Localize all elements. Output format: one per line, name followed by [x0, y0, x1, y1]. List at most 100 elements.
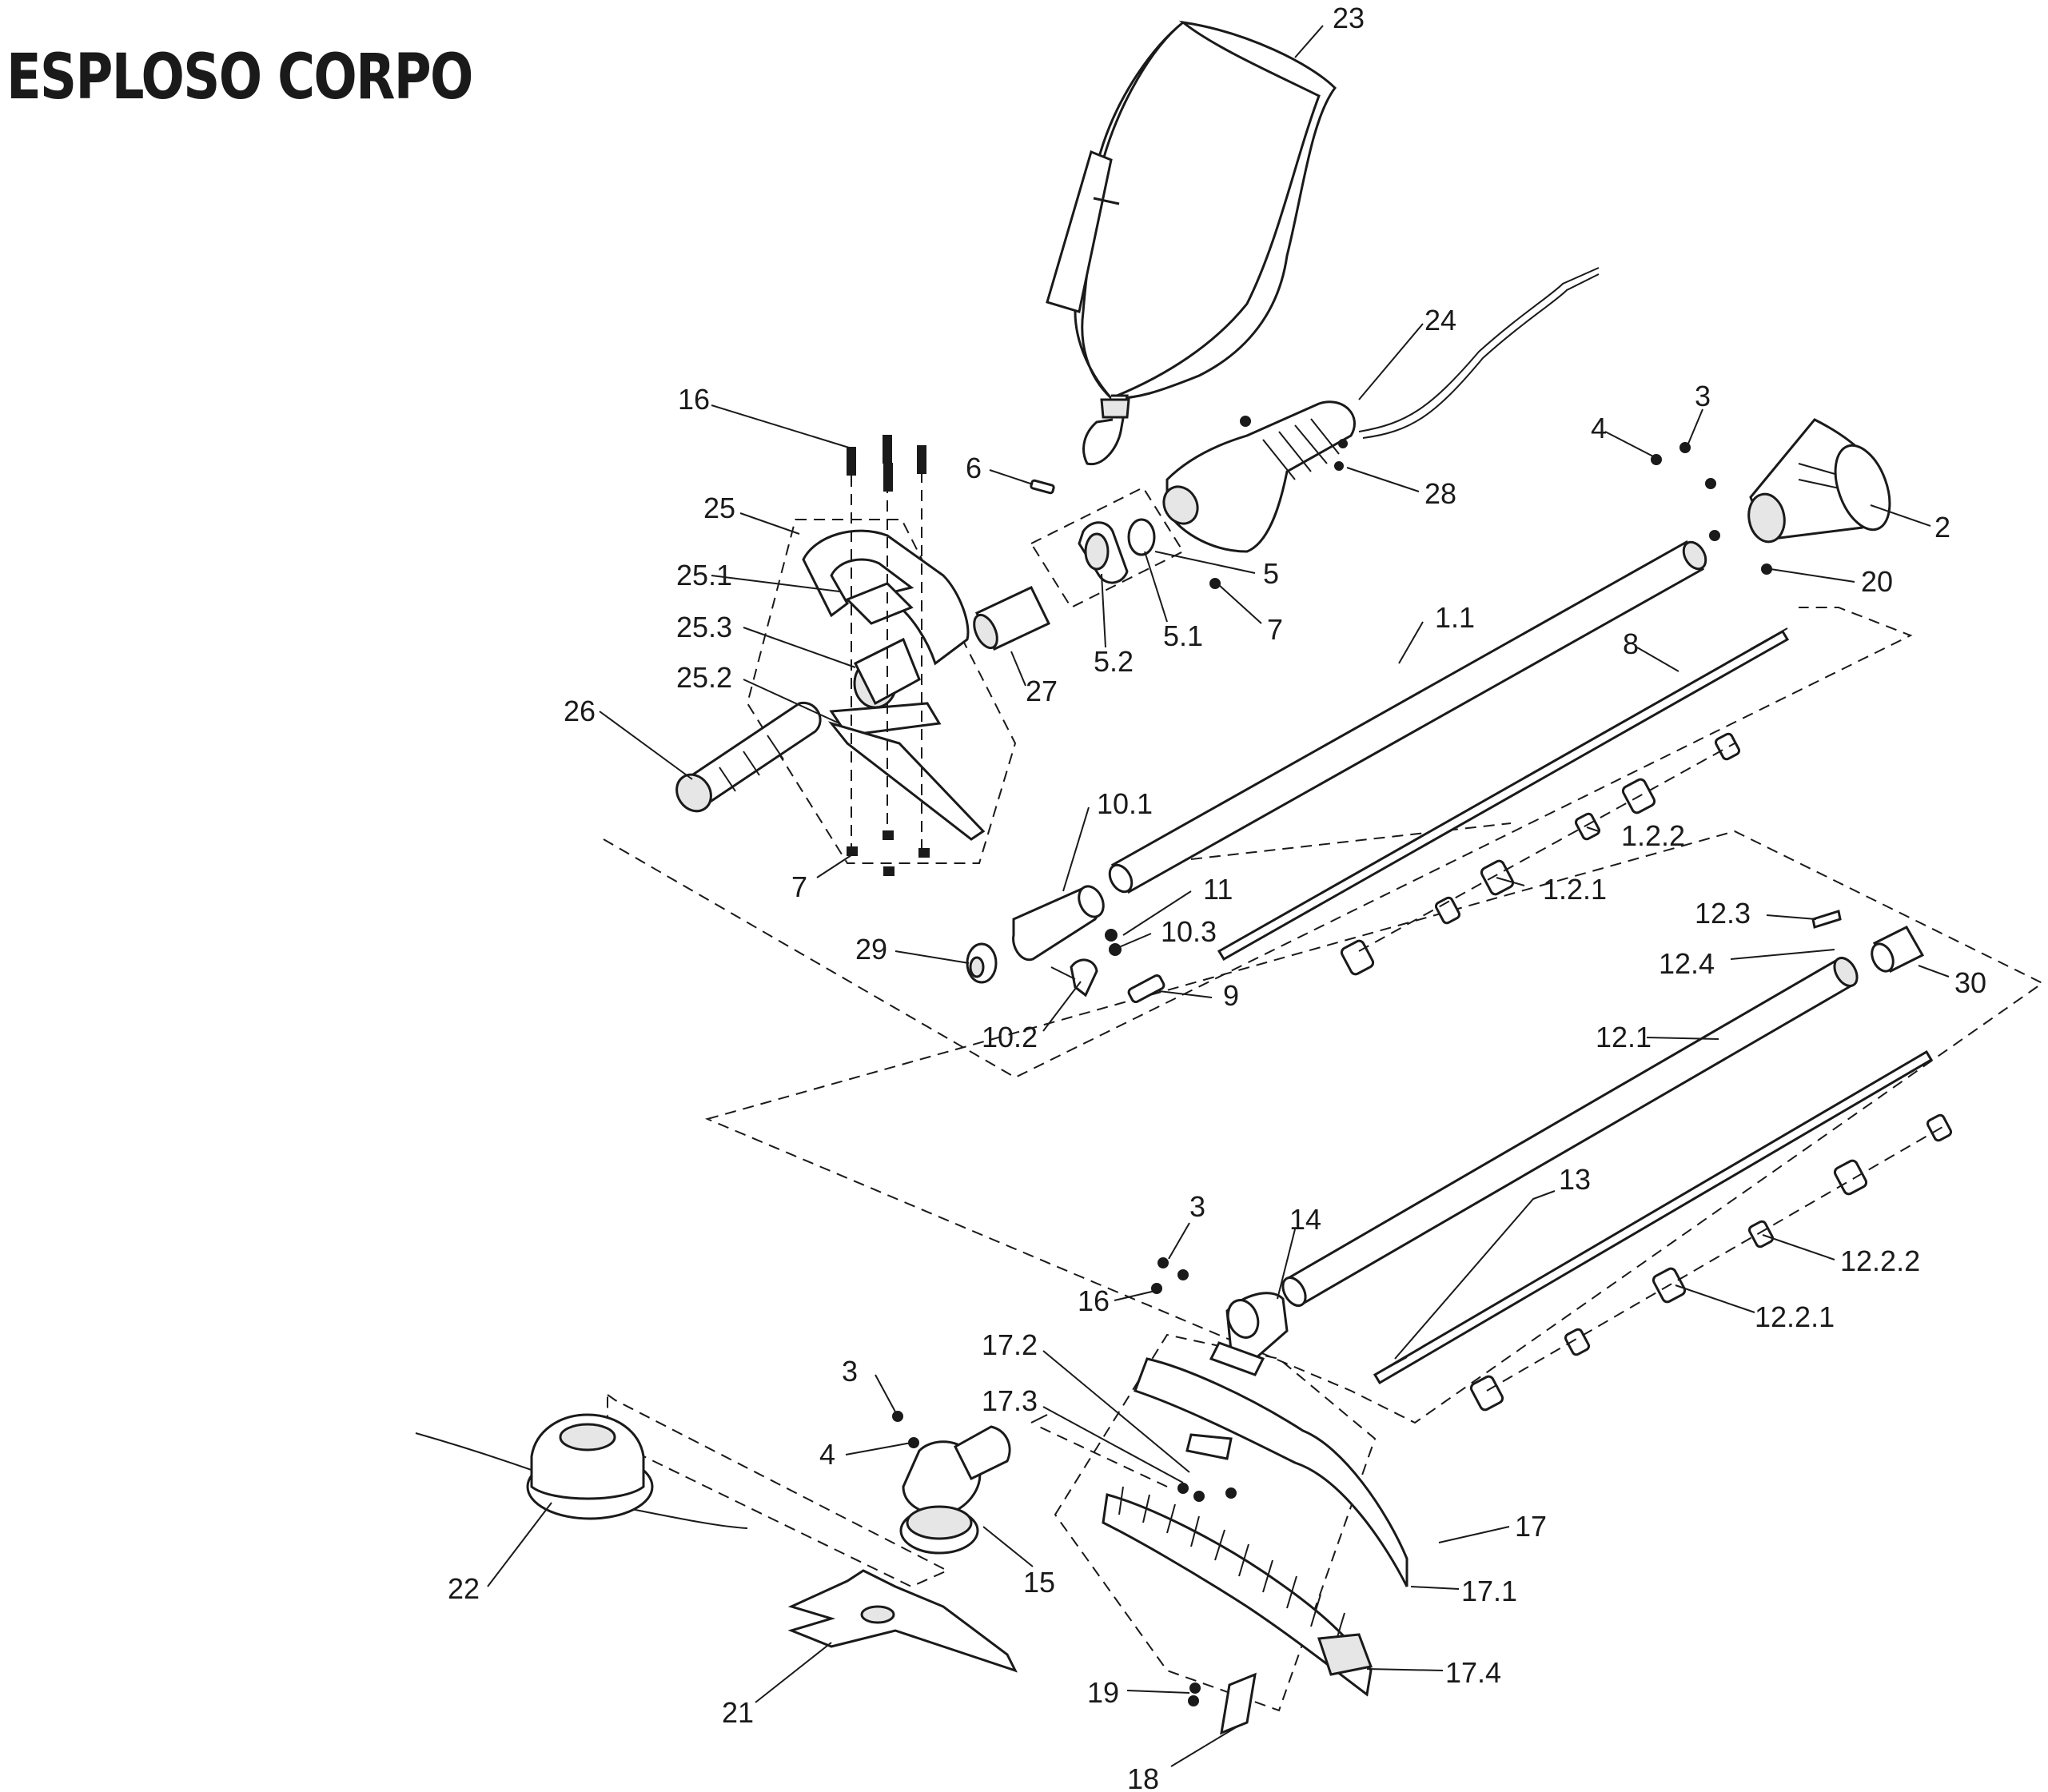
screw-20 [1761, 563, 1772, 575]
guard-group-outline [1054, 1333, 1377, 1712]
label-3-b: 3 [1189, 1190, 1205, 1223]
label-2: 2 [1934, 511, 1950, 544]
label-25-1: 25.1 [676, 559, 732, 591]
nut-7-b [883, 830, 894, 840]
label-25-3: 25.3 [676, 611, 732, 643]
screw-16-b [883, 435, 892, 464]
handle-clamp [1030, 479, 1156, 584]
label-13: 13 [1559, 1163, 1591, 1196]
grip [675, 701, 822, 813]
screw-3-e [892, 1411, 903, 1422]
safety-guard [1102, 1357, 1408, 1697]
label-14: 14 [1289, 1203, 1321, 1236]
label-12-2-2: 12.2.2 [1840, 1244, 1920, 1277]
leader-lines [487, 25, 1950, 1767]
screw-16-a [847, 447, 856, 476]
label-7-b: 7 [791, 870, 807, 903]
label-27: 27 [1026, 675, 1058, 707]
label-17-4: 17.4 [1445, 1656, 1501, 1689]
clamp-group-outline [1030, 486, 1185, 609]
label-16-b: 16 [1078, 1284, 1110, 1317]
throttle-handle [1162, 267, 1600, 553]
line-cutter [1188, 1672, 1257, 1735]
drive-link-outline [1190, 822, 1512, 860]
label-17-1: 17.1 [1461, 1575, 1517, 1607]
label-9: 9 [1223, 979, 1239, 1012]
bushings-lower [1469, 1113, 1953, 1412]
label-5: 5 [1263, 557, 1279, 590]
label-5-1: 5.1 [1163, 619, 1203, 652]
label-25-2: 25.2 [676, 661, 732, 694]
label-18: 18 [1127, 1762, 1159, 1792]
label-5-2: 5.2 [1094, 645, 1134, 678]
handle-group-outline [746, 519, 1017, 864]
label-7: 7 [1267, 613, 1283, 646]
screw-28 [1338, 439, 1348, 448]
drive-shaft-lower [1373, 1049, 1934, 1385]
gear-head [899, 1414, 1048, 1555]
page-title: ESPLOSO CORPO [6, 42, 473, 113]
screw-3-d [1177, 1269, 1189, 1280]
label-15: 15 [1023, 1566, 1055, 1599]
screw-3-c [1157, 1257, 1169, 1268]
screw-top [1240, 416, 1251, 427]
assembly-lines [851, 464, 922, 849]
clutch-housing [1747, 418, 1891, 544]
cutting-blade [787, 1569, 1018, 1673]
label-4: 4 [1591, 412, 1607, 444]
screw-3-b [1705, 478, 1716, 489]
trimmer-head [415, 1413, 748, 1529]
spacer-tube [973, 586, 1051, 651]
line-head-outline [607, 1393, 950, 1588]
coupling-bearing [966, 942, 998, 984]
label-3-c: 3 [842, 1355, 858, 1388]
label-10-1: 10.1 [1097, 787, 1153, 820]
label-11: 11 [1203, 873, 1233, 906]
label-24: 24 [1424, 304, 1456, 336]
screw-3-a [1679, 442, 1691, 453]
label-21: 21 [722, 1696, 754, 1729]
shaft-coupling [1012, 885, 1122, 998]
nut-7-c [883, 866, 895, 876]
drive-group-outline [603, 607, 1913, 1079]
nut-7-e [1209, 578, 1221, 589]
handle-bar [802, 529, 986, 841]
label-12-4: 12.4 [1659, 947, 1715, 980]
lower-tube [1281, 956, 1859, 1308]
drive-shaft-upper [1217, 627, 1790, 962]
head-link-outline [1038, 1426, 1168, 1487]
nut-7-d [918, 848, 930, 858]
screw-head [1709, 530, 1720, 541]
label-12-3: 12.3 [1695, 897, 1751, 930]
label-17-3: 17.3 [982, 1384, 1038, 1417]
fasteners [847, 416, 1772, 1448]
label-1-1: 1.1 [1435, 601, 1475, 634]
label-25: 25 [703, 492, 735, 524]
label-28: 28 [1424, 477, 1456, 510]
main-tube [1108, 540, 1707, 894]
coupling-pin [1127, 974, 1165, 1004]
label-30: 30 [1954, 966, 1986, 999]
label-12-1: 12.1 [1596, 1021, 1652, 1053]
label-10-2: 10.2 [982, 1021, 1038, 1053]
guard-clamp [1209, 1292, 1289, 1376]
label-3: 3 [1695, 380, 1711, 412]
label-22: 22 [448, 1572, 480, 1605]
label-23: 23 [1333, 2, 1365, 34]
label-10-3: 10.3 [1161, 915, 1217, 948]
label-29: 29 [855, 933, 887, 966]
label-26: 26 [564, 695, 596, 727]
tube-end-cap [1811, 910, 1925, 973]
label-1-2-2: 1.2.2 [1621, 819, 1685, 852]
screw-16-c [917, 445, 926, 474]
shoulder-harness [1046, 20, 1337, 466]
label-19: 19 [1087, 1676, 1119, 1709]
label-8: 8 [1623, 627, 1639, 660]
callout-labels: 23 24 16 3 4 2 6 28 25 25.1 5 20 7 5.1 5… [448, 2, 1986, 1792]
label-17: 17 [1515, 1510, 1547, 1543]
shaft-group-outline [704, 830, 2044, 1424]
label-20: 20 [1861, 565, 1893, 598]
group-outlines [603, 486, 2044, 1712]
label-17-2: 17.2 [982, 1328, 1038, 1361]
